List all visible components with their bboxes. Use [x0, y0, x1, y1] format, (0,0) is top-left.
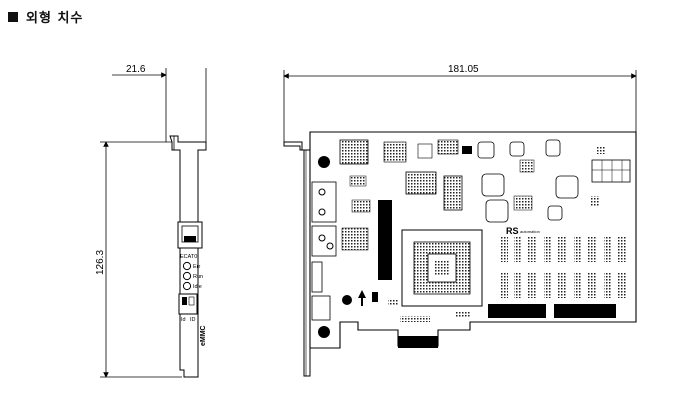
up-arrow-icon: [358, 290, 366, 306]
vertical-connector: [378, 200, 392, 280]
brand-sub: automation: [520, 229, 540, 234]
switch-id-label: Id: [181, 317, 186, 323]
board-top-view: 181.05: [283, 64, 637, 377]
switch-id2-label: ID: [190, 317, 196, 323]
bottom-connector-2: [554, 304, 616, 318]
pcie-edge: [398, 336, 438, 348]
bracket-side-view: 21.6 126.3 ECAT0 Err Run Idle Id ID eMMC: [95, 64, 207, 378]
square-bullet-icon: [8, 11, 18, 22]
led-run-icon: [182, 271, 192, 281]
section-title-text: 외형 치수: [26, 11, 84, 26]
dim-board-length: 181.05: [448, 64, 479, 75]
bracket-outline: [169, 135, 207, 378]
resistor-arrays: [500, 236, 626, 298]
jumper-block: [591, 159, 631, 183]
section-title: 외형 치수: [8, 7, 83, 26]
top-header: [339, 139, 369, 165]
brand-logo: RS: [506, 226, 519, 236]
led-run-label: Run: [193, 274, 203, 280]
port-label: ECAT0: [180, 254, 197, 260]
mount-hole-top: [318, 156, 330, 168]
led-err-label: Err: [193, 264, 201, 270]
led-idle-label: Idle: [193, 284, 202, 290]
led-err-icon: [182, 261, 192, 271]
emmc-label: eMMC: [200, 325, 207, 346]
bottom-connector-1: [488, 304, 546, 318]
dim-bracket-width: 21.6: [126, 64, 146, 75]
board-bracket-rail: [283, 141, 311, 377]
led-idle-icon: [182, 281, 192, 291]
dip-switch: [178, 293, 198, 315]
connector-block: [311, 181, 337, 223]
mount-hole-bottom: [318, 326, 330, 338]
dim-board-height: 126.3: [95, 250, 106, 275]
mount-hole-mid: [342, 295, 352, 305]
